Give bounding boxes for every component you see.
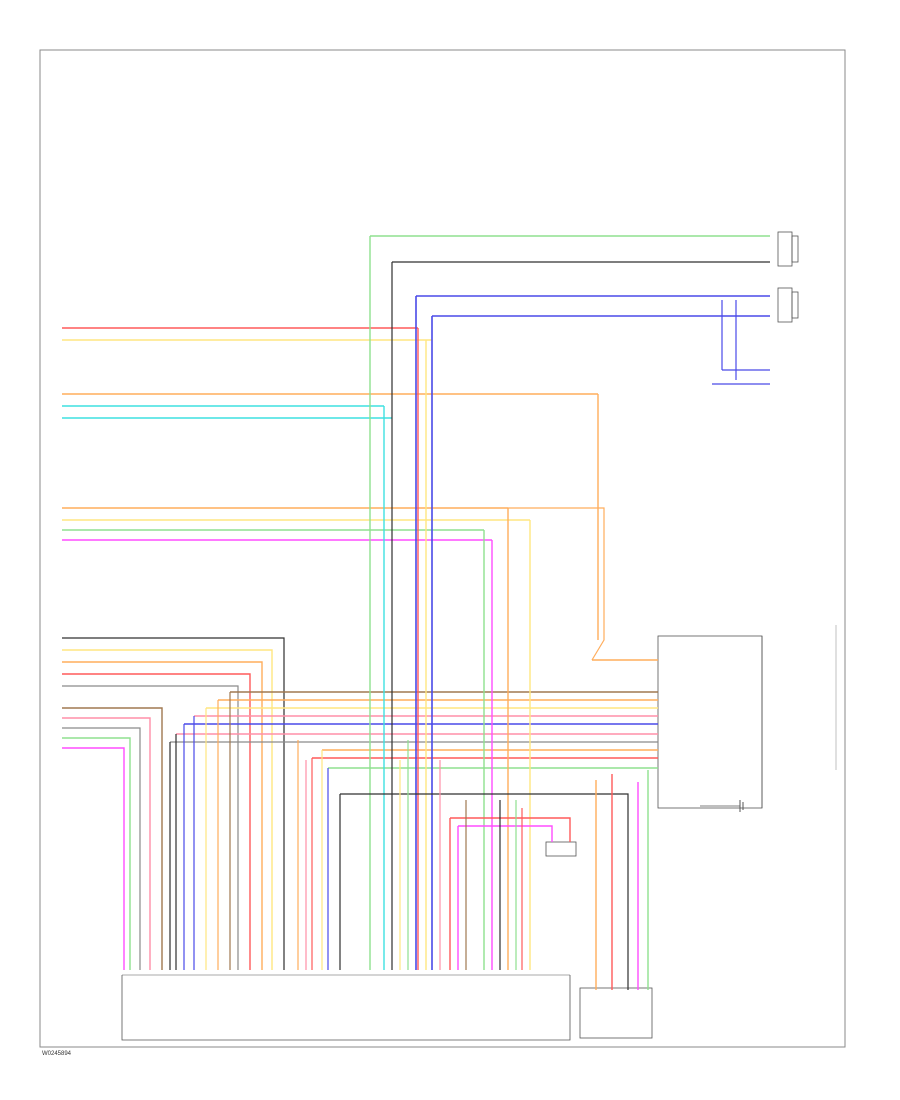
- right-front-door-speaker: [777, 287, 799, 323]
- frame-code: W0245894: [42, 1051, 72, 1057]
- wire-group-5: [62, 707, 163, 970]
- vertical-wires-lower: [169, 692, 649, 990]
- tweeter-lines: [712, 300, 770, 385]
- amplifier-connector: [657, 625, 837, 809]
- wire-group-4: [62, 637, 285, 970]
- wires-to-amplifier: [170, 659, 658, 769]
- diagram-frame: [39, 49, 846, 1048]
- center-connector: [545, 841, 577, 857]
- wire-group-2: [62, 393, 598, 419]
- ground-icon: [700, 800, 744, 812]
- radio-module: [121, 974, 571, 1041]
- left-front-door-speaker: [777, 231, 799, 267]
- wire-group-3: [62, 507, 530, 541]
- vertical-wires-upper: [369, 235, 770, 970]
- relay-module: [579, 987, 653, 1039]
- wire-group-1: [62, 327, 432, 341]
